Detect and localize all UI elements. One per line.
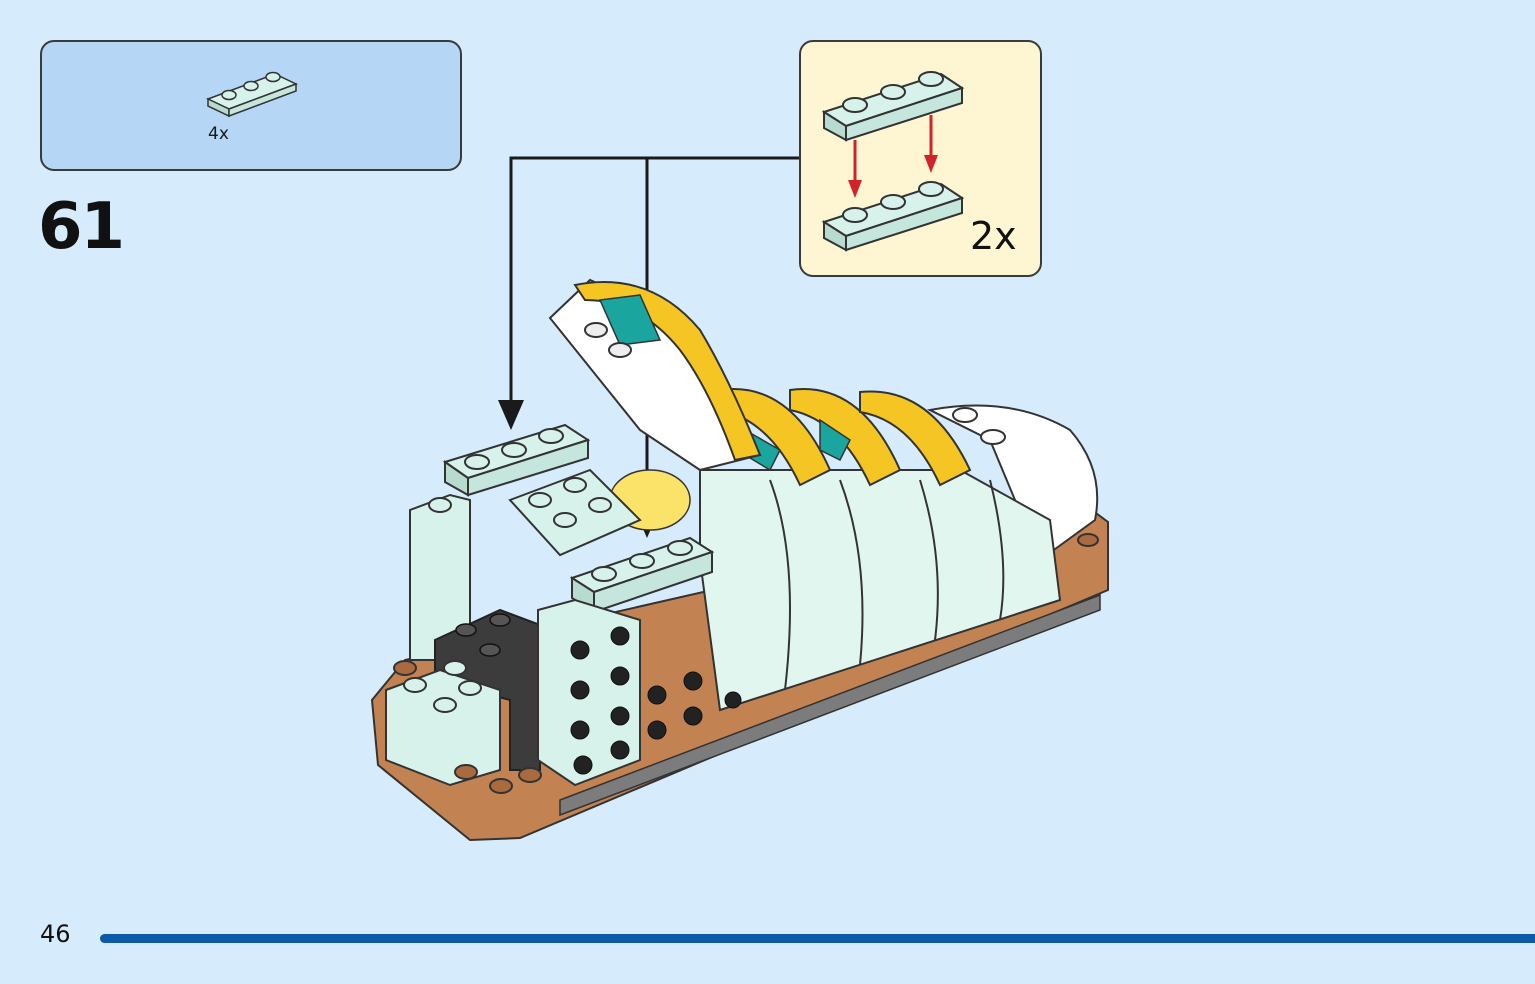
sub-assembly-top-plate — [821, 71, 965, 142]
red-down-arrow-icon — [848, 115, 938, 198]
parts-count-label: 4x — [208, 124, 229, 144]
page-progress-bar — [100, 934, 1535, 943]
step-number: 61 — [38, 190, 125, 264]
page-number: 46 — [40, 920, 71, 948]
sub-assembly-count-label: 2x — [970, 214, 1017, 258]
sub-assembly-bottom-plate — [821, 181, 965, 252]
shoe-model — [370, 278, 1109, 842]
